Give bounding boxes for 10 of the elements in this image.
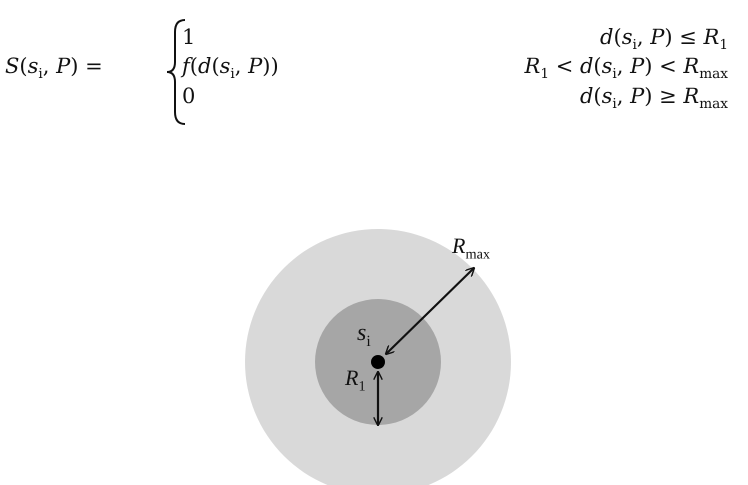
point-label: s$_{i}$	[357, 321, 371, 350]
case-value: 0	[182, 85, 196, 108]
radius-label: R$_{max}$	[452, 235, 490, 262]
condition-text: d(s$_{i}$, P) ≥ R$_{max}$	[580, 85, 728, 112]
condition-text: d(s$_{i}$, P) ≤ R$_{1}$	[600, 26, 728, 54]
case-value: 1	[182, 26, 196, 50]
radius-label: R$_{1}$	[345, 367, 366, 394]
condition-text: R$_{1}$ < d(s$_{i}$, P) < R$_{max}$	[524, 55, 728, 82]
case-value: f(d(s$_{i}$, P))	[182, 55, 279, 82]
formula-lhs: S(s$_{i}$, P) =	[5, 55, 103, 82]
